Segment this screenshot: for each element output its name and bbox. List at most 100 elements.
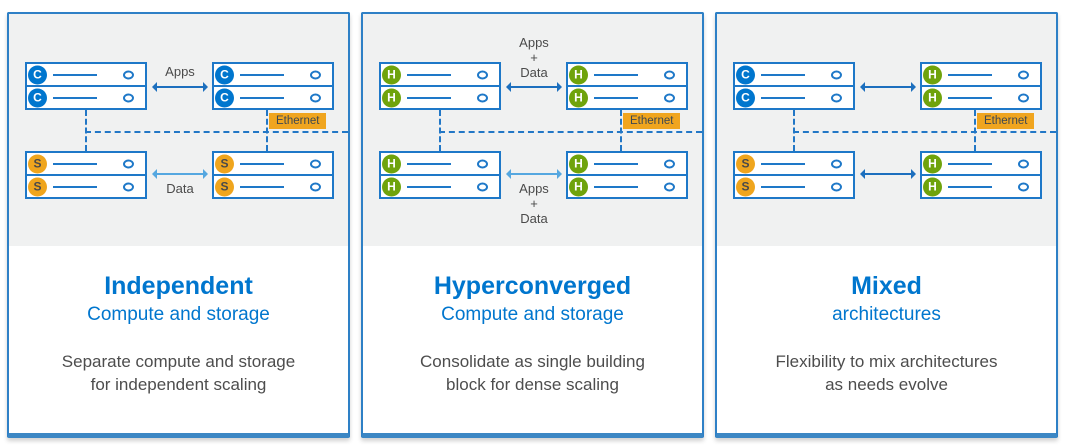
- server-unit: C: [733, 85, 855, 110]
- hyperconverged-badge: H: [569, 65, 588, 84]
- drive-indicator-icon: [310, 93, 321, 102]
- ethernet-label: Ethernet: [269, 113, 327, 129]
- apps-data-arrow: [506, 82, 562, 92]
- drive-indicator-icon: [664, 93, 675, 102]
- description-line: Flexibility to mix architectures: [775, 352, 998, 371]
- slot-line: [240, 73, 284, 76]
- ethernet-drop-line: [793, 110, 795, 151]
- hyperconverged-stack-bottom-left: H H: [379, 151, 501, 199]
- drive-indicator-icon: [1018, 93, 1029, 102]
- ethernet-label: Ethernet: [623, 113, 681, 129]
- drive-indicator-icon: [1018, 70, 1029, 79]
- description-line: block for dense scaling: [446, 375, 619, 394]
- server-unit: H: [379, 62, 501, 87]
- drive-indicator-icon: [664, 159, 675, 168]
- slot-line: [761, 73, 805, 76]
- server-unit: S: [25, 151, 147, 176]
- slot-line: [407, 185, 451, 188]
- slot-line: [761, 96, 805, 99]
- slot-line: [594, 185, 638, 188]
- compute-badge: C: [215, 65, 234, 84]
- apps-data-arrow: [506, 169, 562, 179]
- description-line: Consolidate as single building: [420, 352, 645, 371]
- storage-badge: S: [736, 177, 755, 196]
- server-unit: C: [25, 62, 147, 87]
- panel-caption: Mixed architectures Flexibility to mix a…: [717, 246, 1056, 396]
- drive-indicator-icon: [664, 70, 675, 79]
- server-unit: S: [212, 174, 334, 199]
- slot-line: [407, 96, 451, 99]
- server-unit: H: [920, 174, 1042, 199]
- hyperconverged-badge: H: [923, 65, 942, 84]
- hyperconverged-stack-top-right: H H: [920, 62, 1042, 110]
- independent-diagram: C C C C: [9, 14, 348, 246]
- storage-badge: S: [28, 154, 47, 173]
- server-unit: H: [379, 174, 501, 199]
- drive-indicator-icon: [831, 70, 842, 79]
- mixed-diagram: C C H H: [717, 14, 1056, 246]
- panel-description: Flexibility to mix architectures as need…: [717, 350, 1056, 396]
- drive-indicator-icon: [123, 159, 134, 168]
- panel-caption: Hyperconverged Compute and storage Conso…: [363, 246, 702, 396]
- slot-line: [948, 96, 992, 99]
- compute-badge: C: [736, 65, 755, 84]
- panel-subtitle: architectures: [832, 304, 941, 325]
- server-unit: H: [920, 85, 1042, 110]
- slot-line: [594, 162, 638, 165]
- arrow-label-line: +: [530, 196, 538, 211]
- storage-badge: S: [28, 177, 47, 196]
- drive-indicator-icon: [477, 70, 488, 79]
- ethernet-bus-line: [85, 131, 348, 133]
- drive-indicator-icon: [310, 70, 321, 79]
- hyperconverged-badge: H: [569, 88, 588, 107]
- slot-line: [594, 73, 638, 76]
- compute-badge: C: [736, 88, 755, 107]
- description-line: as needs evolve: [825, 375, 948, 394]
- slot-line: [761, 185, 805, 188]
- panel-independent: C C C C: [7, 12, 350, 438]
- apps-arrow: [152, 82, 208, 92]
- panel-title: Hyperconverged: [433, 272, 632, 300]
- drive-indicator-icon: [477, 159, 488, 168]
- slot-line: [948, 162, 992, 165]
- storage-badge: S: [736, 154, 755, 173]
- ethernet-drop-line: [85, 110, 87, 151]
- compute-stack-top-left: C C: [733, 62, 855, 110]
- apps-data-arrow-label: Apps + Data: [484, 181, 584, 226]
- server-unit: H: [566, 85, 688, 110]
- server-unit: H: [379, 151, 501, 176]
- hyperconverged-badge: H: [923, 177, 942, 196]
- storage-stack-bottom-left: S S: [25, 151, 147, 199]
- drive-indicator-icon: [831, 93, 842, 102]
- slot-line: [594, 96, 638, 99]
- panel-description: Consolidate as single building block for…: [363, 350, 702, 396]
- server-unit: C: [25, 85, 147, 110]
- hyperconverged-stack-top-right: H H: [566, 62, 688, 110]
- ethernet-drop-line: [620, 110, 622, 151]
- drive-indicator-icon: [310, 159, 321, 168]
- ethernet-drop-line: [266, 110, 268, 151]
- storage-badge: S: [215, 177, 234, 196]
- drive-indicator-icon: [477, 182, 488, 191]
- data-arrow-label: Data: [130, 181, 230, 196]
- slot-line: [240, 185, 284, 188]
- panel-caption: Independent Compute and storage Separate…: [9, 246, 348, 396]
- server-unit: C: [212, 62, 334, 87]
- hyperconverged-badge: H: [382, 154, 401, 173]
- slot-line: [53, 185, 97, 188]
- compute-stack-top-left: C C: [25, 62, 147, 110]
- hyperconverged-badge: H: [569, 154, 588, 173]
- hyperconverged-stack-bottom-right: H H: [566, 151, 688, 199]
- slot-line: [240, 162, 284, 165]
- server-unit: H: [920, 151, 1042, 176]
- ethernet-drop-line: [439, 110, 441, 151]
- hyperconverged-badge: H: [382, 177, 401, 196]
- compute-badge: C: [28, 88, 47, 107]
- compute-stack-top-right: C C: [212, 62, 334, 110]
- drive-indicator-icon: [831, 159, 842, 168]
- ethernet-bus-line: [439, 131, 702, 133]
- interconnect-arrow: [860, 82, 916, 92]
- drive-indicator-icon: [123, 70, 134, 79]
- drive-indicator-icon: [1018, 182, 1029, 191]
